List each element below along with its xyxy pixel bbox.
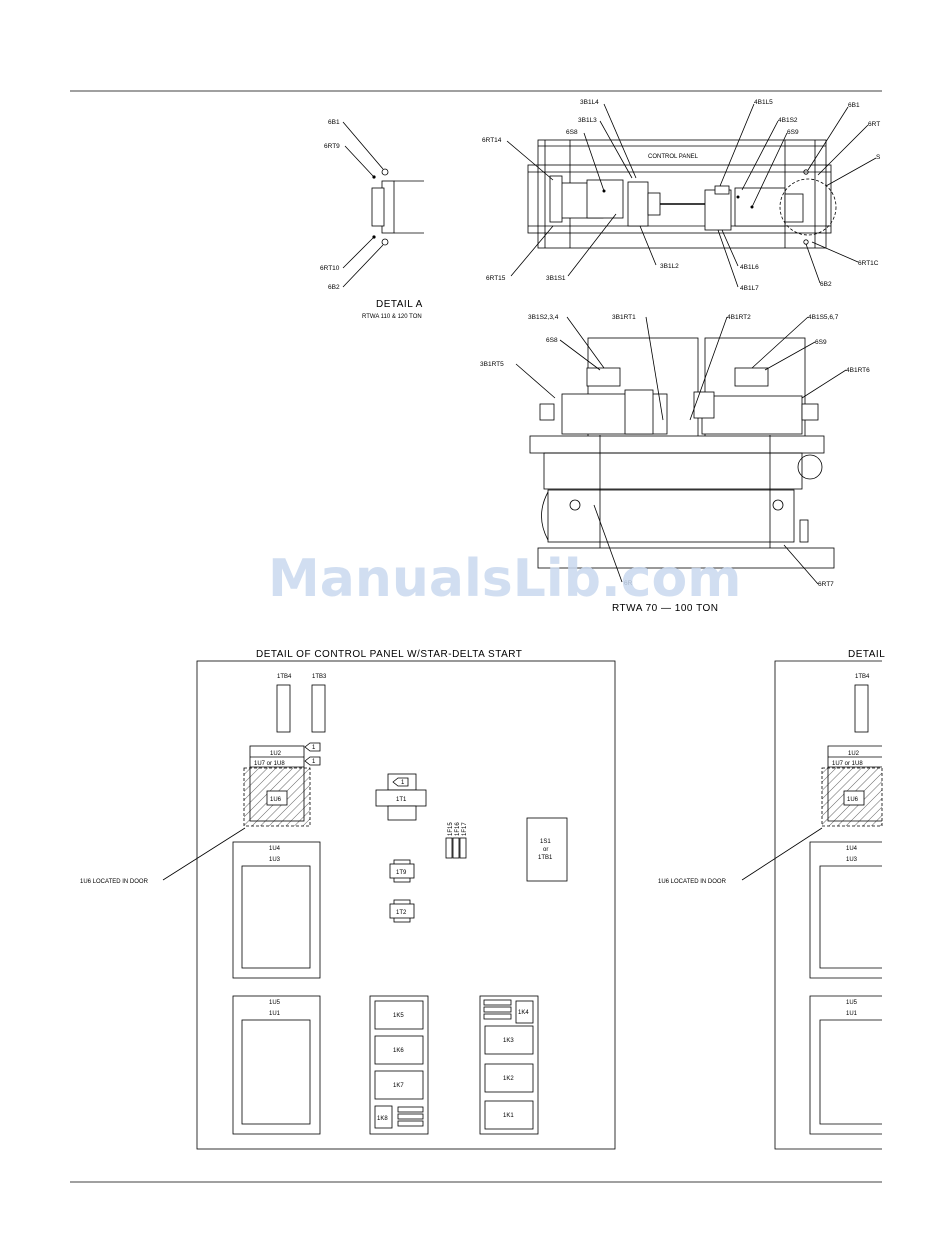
label-1f17: 1F17 (462, 822, 468, 836)
detail-a: 6B1 6RT9 6RT10 6B2 DETAIL A RTWA 110 & 1… (320, 119, 424, 320)
side-view: 3B1S2,3,4 3B1RT1 4B1RT2 4B1S5,6,7 6S8 6S… (480, 314, 870, 614)
label-r-1u7-1u8: 1U7 or 1U8 (832, 761, 863, 767)
label-1t1: 1T1 (396, 797, 407, 803)
label-3b1l3: 3B1L3 (578, 117, 597, 124)
label-r-1u5: 1U5 (846, 1000, 858, 1006)
label-6s8-side: 6S8 (546, 337, 558, 344)
label-6rt15: 6RT15 (486, 275, 506, 282)
label-s: S (876, 154, 881, 161)
label-1k2: 1K2 (503, 1076, 514, 1082)
label-1u7-1u8: 1U7 or 1U8 (254, 761, 285, 767)
label-6s9: 6S9 (787, 129, 799, 136)
panel-right-callout: 1U6 LOCATED IN DOOR (658, 879, 727, 885)
label-1k4: 1K4 (518, 1010, 529, 1016)
label-1tb3: 1TB3 (312, 674, 327, 680)
label-1k7: 1K7 (393, 1083, 404, 1089)
label-6s8: 6S8 (566, 129, 578, 136)
label-1t9: 1T9 (396, 870, 407, 876)
label-1k3: 1K3 (503, 1038, 514, 1044)
label-1tb4: 1TB4 (277, 674, 292, 680)
label-1u2: 1U2 (270, 751, 282, 757)
label-6rt10: 6RT10 (320, 265, 340, 272)
label-or: or (543, 847, 548, 853)
label-1f16: 1F16 (455, 822, 461, 836)
marker-1b: 1 (312, 759, 316, 765)
label-3b1s234: 3B1S2,3,4 (528, 314, 559, 321)
label-4b1rt6: 4B1RT6 (846, 367, 870, 374)
label-r-1u2: 1U2 (848, 751, 860, 757)
control-panel-left: DETAIL OF CONTROL PANEL W/STAR-DELTA STA… (80, 649, 616, 1150)
label-6r: 6R (624, 580, 633, 587)
label-6rt9: 6RT9 (324, 143, 340, 150)
panel-left-title: DETAIL OF CONTROL PANEL W/STAR-DELTA STA… (256, 649, 522, 660)
label-1k5: 1K5 (393, 1013, 404, 1019)
label-6b1: 6B1 (328, 119, 340, 126)
label-3b1rt1: 3B1RT1 (612, 314, 636, 321)
label-r-1u1: 1U1 (846, 1011, 858, 1017)
label-4b1l7: 4B1L7 (740, 285, 759, 292)
control-panel-right: DETAIL 1TB4 1U2 1U7 or 1U8 1U6 1U6 LOCAT… (658, 649, 885, 1150)
label-3b1s1: 3B1S1 (546, 275, 566, 282)
label-1f15: 1F15 (448, 822, 454, 836)
side-view-title: RTWA 70 — 100 TON (612, 603, 719, 614)
label-4b1l5: 4B1L5 (754, 99, 773, 106)
label-r-1tb4: 1TB4 (855, 674, 870, 680)
label-6rt7: 6RT7 (818, 581, 834, 588)
label-1t2: 1T2 (396, 910, 407, 916)
label-6b1-top: 6B1 (848, 102, 860, 109)
panel-right-title: DETAIL (848, 649, 885, 660)
label-4b1s567: 4B1S5,6,7 (808, 314, 839, 321)
label-1u6: 1U6 (270, 797, 282, 803)
label-1u1: 1U1 (269, 1011, 281, 1017)
label-3b1l2: 3B1L2 (660, 263, 679, 270)
label-1s1: 1S1 (540, 839, 551, 845)
label-6rt14: 6RT14 (482, 137, 502, 144)
panel-left-callout: 1U6 LOCATED IN DOOR (80, 879, 149, 885)
label-1k8: 1K8 (377, 1116, 388, 1122)
label-6rt: 6RT (868, 121, 880, 128)
label-r-1u3: 1U3 (846, 857, 858, 863)
label-1u5: 1U5 (269, 1000, 281, 1006)
label-6rt1c: 6RT1C (858, 260, 879, 267)
detail-a-title: DETAIL A (376, 299, 423, 310)
label-1k1: 1K1 (503, 1113, 514, 1119)
label-1u4: 1U4 (269, 846, 281, 852)
label-1tb1: 1TB1 (538, 855, 553, 861)
label-3b1rt5: 3B1RT5 (480, 361, 504, 368)
label-6b2: 6B2 (328, 284, 340, 291)
label-6b2-top: 6B2 (820, 281, 832, 288)
watermark: ManualsLib.com (268, 549, 741, 609)
label-4b1l6: 4B1L6 (740, 264, 759, 271)
marker-1t1: 1 (401, 780, 405, 786)
label-4b1rt2: 4B1RT2 (727, 314, 751, 321)
detail-a-subtitle: RTWA 110 & 120 TON (362, 314, 422, 320)
marker-1a: 1 (312, 745, 316, 751)
label-1u3: 1U3 (269, 857, 281, 863)
label-3b1l4: 3B1L4 (580, 99, 599, 106)
label-r-1u4: 1U4 (846, 846, 858, 852)
top-view: CONTROL PANEL 3B1L4 4B1L5 6B1 6RT 3B1L3 … (482, 99, 881, 292)
label-r-1u6: 1U6 (847, 797, 859, 803)
control-panel-label: CONTROL PANEL (648, 154, 699, 160)
label-1k6: 1K6 (393, 1048, 404, 1054)
label-6s9-side: 6S9 (815, 339, 827, 346)
label-4b1s2: 4B1S2 (778, 117, 798, 124)
